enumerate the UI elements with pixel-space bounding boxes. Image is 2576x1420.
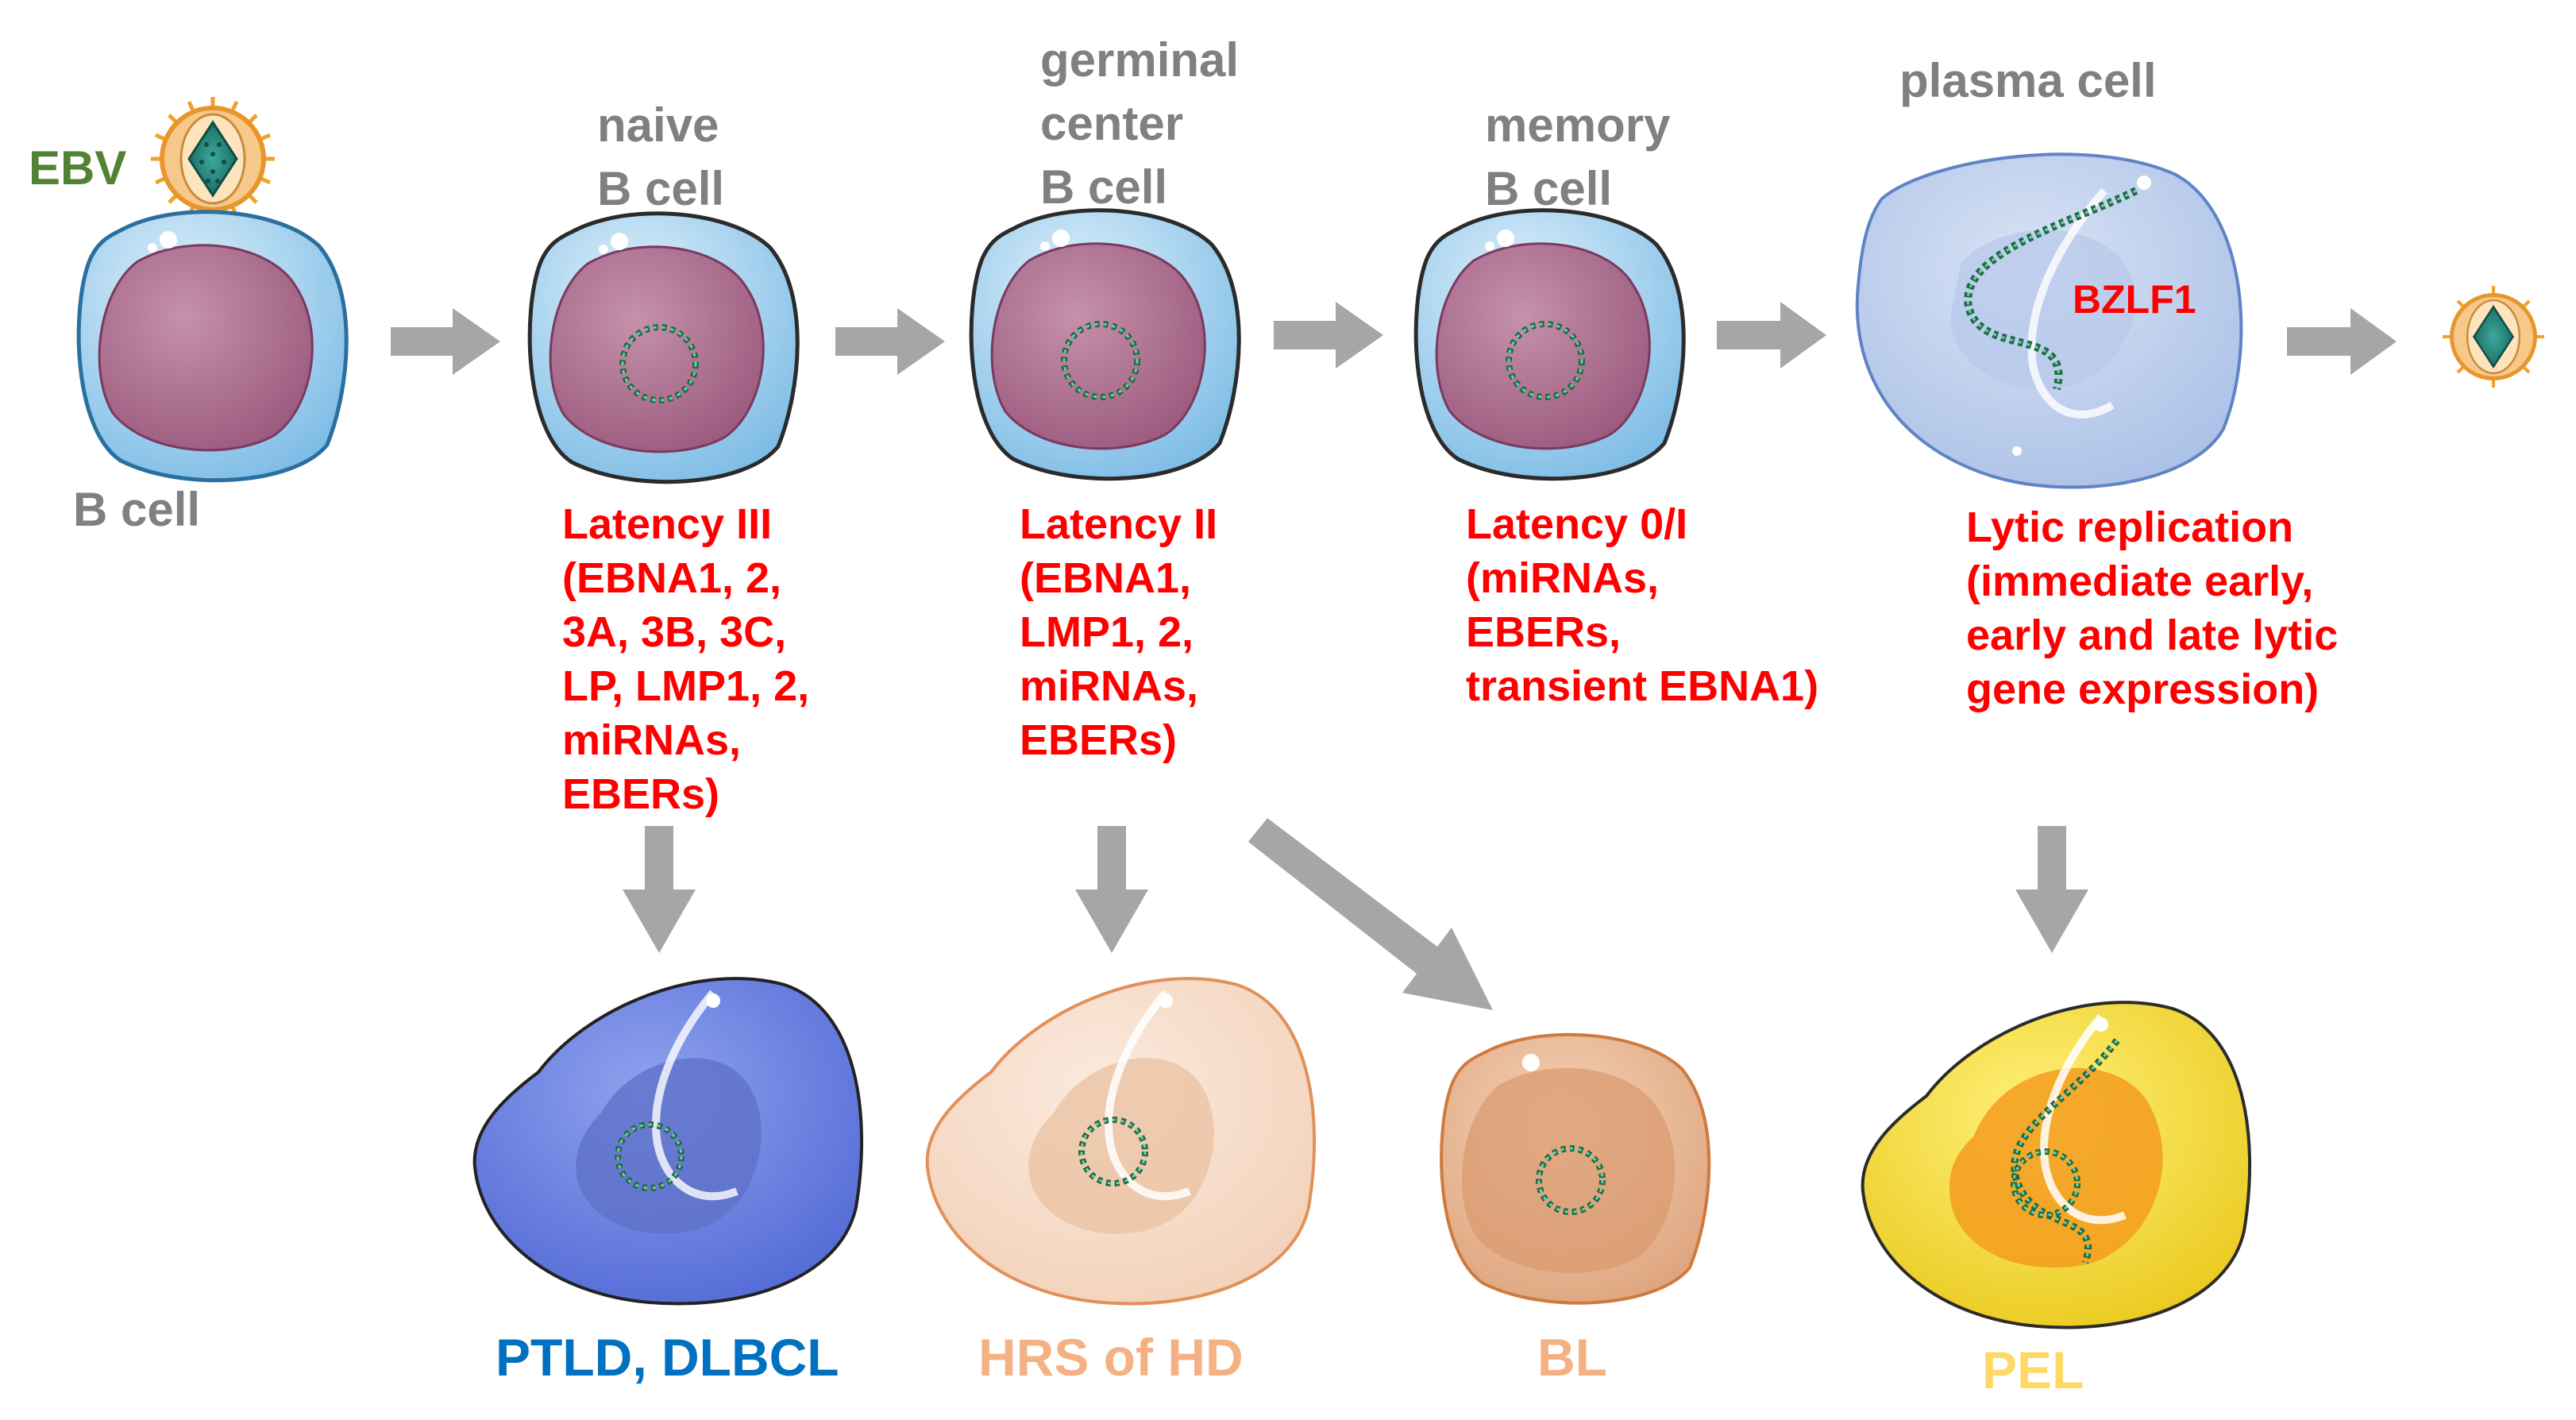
bl-cell <box>1440 1032 1711 1305</box>
plasma-cell <box>1855 152 2243 489</box>
latency-line: EBERs) <box>1020 716 1178 764</box>
stage-label-line: naive <box>597 98 719 152</box>
latency-line: LP, LMP1, 2, <box>562 662 810 710</box>
ebv-virion <box>151 97 275 221</box>
disease-label-hrs: HRS of HD <box>978 1328 1244 1387</box>
latency-line: Latency 0/I <box>1466 500 1688 548</box>
arrow-down-ptld <box>623 826 696 953</box>
latency-0-text: Latency 0/I (miRNAs, EBERs, transient EB… <box>1466 497 1818 713</box>
ptld-dlbcl-cell <box>472 977 864 1306</box>
memory-b-cell <box>1413 208 1686 481</box>
b-cell <box>76 210 349 483</box>
arrow-naive-to-gc <box>835 308 945 375</box>
disease-label-bl: BL <box>1537 1328 1607 1387</box>
ebv-episome-icon <box>1061 321 1140 400</box>
disease-label-pel: PEL <box>1982 1341 2084 1399</box>
arrow-down-hrs <box>1075 826 1148 953</box>
stage-label-germinal: germinal center B cell <box>1040 29 1239 219</box>
arrow-memory-to-plasma <box>1717 302 1826 369</box>
latency-line: gene expression) <box>1966 666 2320 713</box>
stage-label-line: memory <box>1485 98 1671 152</box>
ebv-episome-icon <box>2011 1148 2080 1218</box>
stage-label-b-cell: B cell <box>73 486 200 534</box>
stage-label-line: B cell <box>73 483 201 536</box>
stage-label-line: B cell <box>1485 162 1613 215</box>
latency-2-text: Latency II (EBNA1, LMP1, 2, miRNAs, EBER… <box>1020 497 1217 767</box>
stage-label-plasma: plasma cell <box>1899 57 2157 105</box>
latency-line: EBERs) <box>562 770 720 818</box>
stage-label-line: B cell <box>1040 160 1168 214</box>
hrs-cell <box>925 977 1317 1306</box>
stage-label-line: center <box>1040 97 1184 150</box>
arrow-plasma-to-virion <box>2287 308 2397 375</box>
lytic-gene-label: BZLF1 <box>2073 277 2196 322</box>
ebv-episome-icon <box>1536 1145 1606 1215</box>
germinal-center-b-cell <box>969 208 1241 481</box>
ebv-label: EBV <box>29 141 127 195</box>
stage-label-naive: naive B cell <box>597 94 724 221</box>
released-virion <box>2443 286 2544 388</box>
naive-b-cell <box>527 211 800 484</box>
latency-line: early and late lytic <box>1966 612 2339 659</box>
ebv-episome-icon <box>1078 1117 1148 1187</box>
latency-line: 3A, 3B, 3C, <box>562 608 787 656</box>
latency-line: EBERs, <box>1466 608 1622 656</box>
arrow-b-to-naive <box>391 308 500 375</box>
linear-ebv-genome-icon <box>1964 187 2138 391</box>
pel-cell <box>1861 1001 2252 1329</box>
latency-line: Latency II <box>1020 500 1218 548</box>
stage-label-line: B cell <box>597 162 725 215</box>
lytic-text: Lytic replication (immediate early, earl… <box>1966 500 2338 716</box>
disease-label-ptld: PTLD, DLBCL <box>496 1328 839 1387</box>
latency-line: Latency III <box>562 500 773 548</box>
latency-line: (EBNA1, 2, <box>562 554 782 602</box>
latency-line: (EBNA1, <box>1020 554 1192 602</box>
latency-line: (immediate early, <box>1966 558 2314 605</box>
stage-label-line: plasma cell <box>1899 54 2157 107</box>
arrow-diagonal-bl <box>1248 818 1493 1010</box>
latency-3-text: Latency III (EBNA1, 2, 3A, 3B, 3C, LP, L… <box>562 497 809 821</box>
ebv-episome-icon <box>1506 321 1585 400</box>
latency-line: Lytic replication <box>1966 504 2294 551</box>
latency-line: miRNAs, <box>562 716 742 764</box>
stage-label-memory: memory B cell <box>1485 94 1670 221</box>
arrow-down-pel <box>2015 826 2088 953</box>
ebv-episome-icon <box>619 324 699 403</box>
stage-label-line: germinal <box>1040 33 1240 87</box>
latency-line: miRNAs, <box>1020 662 1199 710</box>
linear-ebv-genome-icon <box>2011 1038 2120 1264</box>
latency-line: LMP1, 2, <box>1020 608 1194 656</box>
latency-line: (miRNAs, <box>1466 554 1660 602</box>
arrow-gc-to-memory <box>1274 302 1383 369</box>
latency-line: transient EBNA1) <box>1466 662 1819 710</box>
ebv-episome-icon <box>615 1121 684 1191</box>
